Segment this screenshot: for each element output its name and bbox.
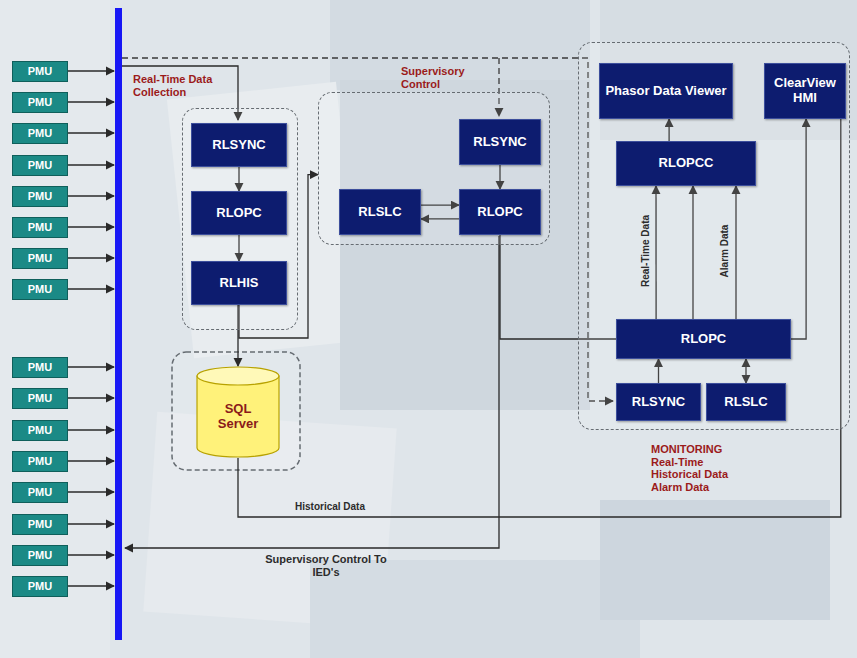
- database-cylinder: SQL Server: [196, 366, 280, 458]
- box-label: PMU: [28, 190, 52, 203]
- box-label: PMU: [28, 392, 52, 405]
- pmu-arrow: [68, 554, 114, 555]
- pmu-arrow: [68, 288, 114, 289]
- photo-panel: [600, 500, 830, 620]
- pmu-arrow: [68, 366, 114, 367]
- box-label: PMU: [28, 65, 52, 78]
- box-label: PMU: [28, 361, 52, 374]
- pmu-box: PMU: [12, 514, 68, 535]
- box-label: PMU: [28, 580, 52, 593]
- box-label: RLOPCC: [659, 156, 714, 171]
- group-box: MONITORINGReal-Time Historical Data Alar…: [578, 42, 850, 430]
- box-label: RLSLC: [724, 395, 767, 410]
- pmu-arrow: [68, 164, 114, 165]
- dashed-feed-line: [122, 58, 613, 401]
- pmu-arrow: [68, 585, 114, 586]
- pmu-arrow: [68, 460, 114, 461]
- pmu-arrow: [68, 397, 114, 398]
- pmu-box: PMU: [12, 545, 68, 566]
- group-box: Supervisory ControlRLSYNCRLSLCRLOPC: [318, 92, 550, 245]
- process-box: RLOPC: [459, 189, 541, 235]
- box-label: PMU: [28, 283, 52, 296]
- box-label: PMU: [28, 455, 52, 468]
- box-label: PMU: [28, 518, 52, 531]
- process-box: RLSLC: [339, 189, 421, 235]
- box-label: SQL Server: [210, 402, 266, 432]
- pmu-arrow: [68, 491, 114, 492]
- data-bus: [115, 8, 122, 640]
- process-box: RLOPCC: [616, 141, 756, 186]
- photo-panel: [330, 0, 590, 90]
- process-box: Phasor Data Viewer: [599, 63, 733, 119]
- box-label: RLHIS: [220, 276, 259, 291]
- pmu-box: PMU: [12, 451, 68, 472]
- photo-panel: [0, 0, 110, 658]
- pmu-arrows: [68, 71, 114, 586]
- pmu-box: PMU: [12, 576, 68, 597]
- database-group: [172, 352, 300, 470]
- process-box: ClearView HMI: [764, 63, 846, 119]
- pmu-box: PMU: [12, 279, 68, 300]
- group-heading-text: Supervisory Control: [401, 65, 477, 90]
- edge-label: Alarm Data: [719, 225, 730, 278]
- pmu-arrow: [68, 257, 114, 258]
- pmu-box: PMU: [12, 248, 68, 269]
- group-heading-text: Real-Time Data Collection: [133, 73, 229, 98]
- box-label: RLSLC: [358, 205, 401, 220]
- pmu-box: PMU: [12, 123, 68, 144]
- process-box: RLSYNC: [459, 119, 541, 165]
- box-label: PMU: [28, 159, 52, 172]
- box-label: PMU: [28, 424, 52, 437]
- process-box: RLOPC: [616, 319, 791, 359]
- group-heading: Real-Time Data Collection: [133, 73, 229, 98]
- box-label: Phasor Data Viewer: [605, 84, 726, 99]
- pmu-box: PMU: [12, 420, 68, 441]
- note-label: Supervisory Control To IED's: [258, 553, 394, 579]
- pmu-box: PMU: [12, 357, 68, 378]
- photo-panel: [310, 560, 640, 658]
- box-label: PMU: [28, 486, 52, 499]
- box-label: PMU: [28, 252, 52, 265]
- pmu-arrow: [68, 429, 114, 430]
- pmu-arrow: [68, 132, 114, 133]
- box-label: PMU: [28, 127, 52, 140]
- box-label: RLOPC: [681, 332, 727, 347]
- pmu-box: PMU: [12, 186, 68, 207]
- pmu-box: PMU: [12, 61, 68, 82]
- group-heading: MONITORINGReal-Time Historical Data Alar…: [651, 443, 747, 494]
- pmu-arrow: [68, 523, 114, 524]
- box-label: PMU: [28, 549, 52, 562]
- pmu-box: PMU: [12, 482, 68, 503]
- group-heading-text: Real-Time Historical Data Alarm Data: [651, 456, 747, 494]
- edge-label: Real-Time Data: [640, 215, 651, 287]
- process-box: RLHIS: [191, 261, 287, 305]
- box-label: RLOPC: [477, 205, 523, 220]
- process-box: RLOPC: [191, 191, 287, 235]
- pmu-box: PMU: [12, 155, 68, 176]
- box-label: ClearView HMI: [768, 76, 842, 106]
- box-label: RLSYNC: [212, 138, 265, 153]
- pmu-arrow: [68, 101, 114, 102]
- pmu-arrow: [68, 70, 114, 71]
- box-label: PMU: [28, 221, 52, 234]
- pmu-arrow: [68, 226, 114, 227]
- pmu-arrow: [68, 195, 114, 196]
- group-heading-text: MONITORING: [651, 443, 747, 456]
- pmu-box: PMU: [12, 217, 68, 238]
- group-heading: Supervisory Control: [401, 65, 477, 90]
- process-box: RLSYNC: [616, 383, 701, 421]
- process-box: RLSLC: [706, 383, 786, 421]
- box-label: PMU: [28, 96, 52, 109]
- pmu-box: PMU: [12, 92, 68, 113]
- group-box: Real-Time Data CollectionRLSYNCRLOPCRLHI…: [182, 108, 298, 330]
- box-label: RLOPC: [216, 206, 262, 221]
- box-label: RLSYNC: [473, 135, 526, 150]
- box-label: RLSYNC: [632, 395, 685, 410]
- edge-label: Historical Data: [295, 501, 365, 512]
- pmu-box: PMU: [12, 388, 68, 409]
- process-box: RLSYNC: [191, 123, 287, 167]
